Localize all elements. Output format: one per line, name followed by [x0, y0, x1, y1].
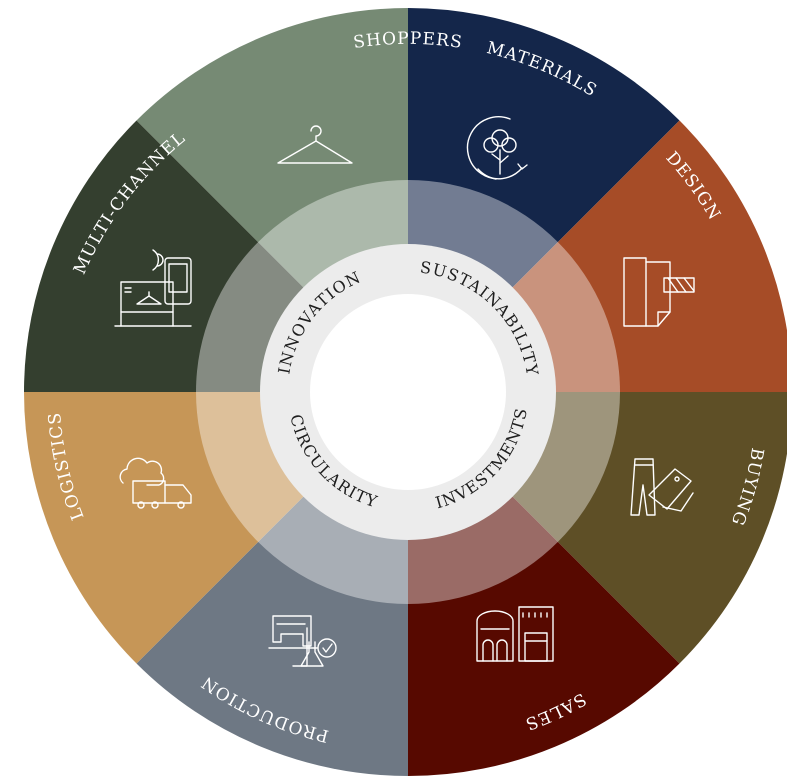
storefront-icon	[476, 606, 554, 662]
cloud-delivery-truck-icon	[119, 457, 192, 509]
hanger-icon	[277, 125, 353, 164]
fabric-roll-pattern-icon	[623, 257, 695, 327]
garment-tags-icon	[630, 458, 694, 516]
store-mobile-icon	[114, 249, 192, 327]
center-circle	[310, 294, 506, 490]
cotton-plant-cycle-icon	[466, 116, 528, 180]
sewing-machine-flask-icon	[268, 615, 337, 667]
